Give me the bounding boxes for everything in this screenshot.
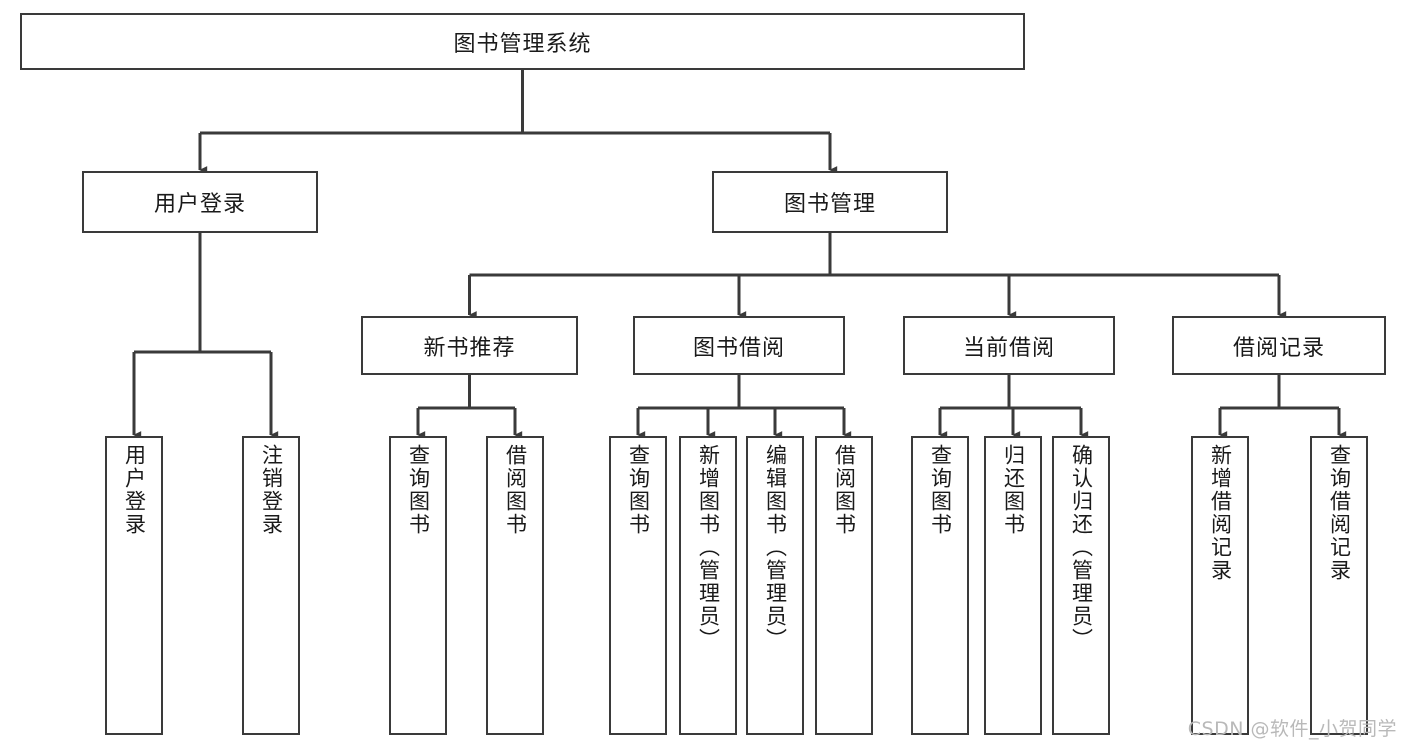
node-label: 注销登录 bbox=[259, 444, 284, 536]
node-label: 借阅记录 bbox=[1232, 335, 1325, 361]
node-label: 查询图书 bbox=[626, 444, 651, 536]
node-book-manage: 图书管理 bbox=[712, 171, 948, 233]
node-leaf-query-book-borrow: 查询图书 bbox=[609, 436, 667, 735]
node-label: 用户登录 bbox=[122, 444, 147, 536]
node-label: 新书推荐 bbox=[423, 335, 516, 361]
node-leaf-query-book-current: 查询图书 bbox=[911, 436, 969, 735]
node-leaf-add-record: 新增借阅记录 bbox=[1191, 436, 1249, 735]
node-leaf-borrow-book: 借阅图书 bbox=[815, 436, 873, 735]
node-leaf-query-record: 查询借阅记录 bbox=[1310, 436, 1368, 735]
node-new-book-rec: 新书推荐 bbox=[361, 316, 578, 375]
node-label: 编辑图书（管理员） bbox=[763, 444, 788, 651]
node-label: 查询借阅记录 bbox=[1327, 444, 1352, 582]
node-label: 新增借阅记录 bbox=[1208, 444, 1233, 582]
node-leaf-query-book-rec: 查询图书 bbox=[389, 436, 447, 735]
node-label: 归还图书 bbox=[1001, 444, 1026, 536]
node-root: 图书管理系统 bbox=[20, 13, 1025, 70]
node-label: 用户登录 bbox=[153, 192, 246, 217]
node-leaf-borrow-book-rec: 借阅图书 bbox=[486, 436, 544, 735]
watermark: CSDN @软件_小贺同学 bbox=[1187, 718, 1397, 740]
node-user-login: 用户登录 bbox=[82, 171, 318, 233]
node-leaf-return-book: 归还图书 bbox=[984, 436, 1042, 735]
node-label: 图书借阅 bbox=[692, 335, 785, 361]
node-label: 确认归还（管理员） bbox=[1069, 444, 1094, 651]
node-label: 当前借阅 bbox=[962, 335, 1055, 361]
node-label: 查询图书 bbox=[406, 444, 431, 536]
node-label: 图书管理系统 bbox=[453, 31, 592, 57]
node-label: 图书管理 bbox=[783, 192, 876, 217]
node-label: 借阅图书 bbox=[503, 444, 528, 536]
node-borrow-record: 借阅记录 bbox=[1172, 316, 1386, 375]
node-leaf-user-login: 用户登录 bbox=[105, 436, 163, 735]
node-leaf-add-book: 新增图书（管理员） bbox=[679, 436, 737, 735]
node-label: 借阅图书 bbox=[832, 444, 857, 536]
node-label: 新增图书（管理员） bbox=[696, 444, 721, 651]
node-leaf-user-logout: 注销登录 bbox=[242, 436, 300, 735]
node-label: 查询图书 bbox=[928, 444, 953, 536]
node-book-borrow: 图书借阅 bbox=[633, 316, 845, 375]
node-current-borrow: 当前借阅 bbox=[903, 316, 1115, 375]
node-leaf-confirm-return: 确认归还（管理员） bbox=[1052, 436, 1110, 735]
node-leaf-edit-book: 编辑图书（管理员） bbox=[746, 436, 804, 735]
